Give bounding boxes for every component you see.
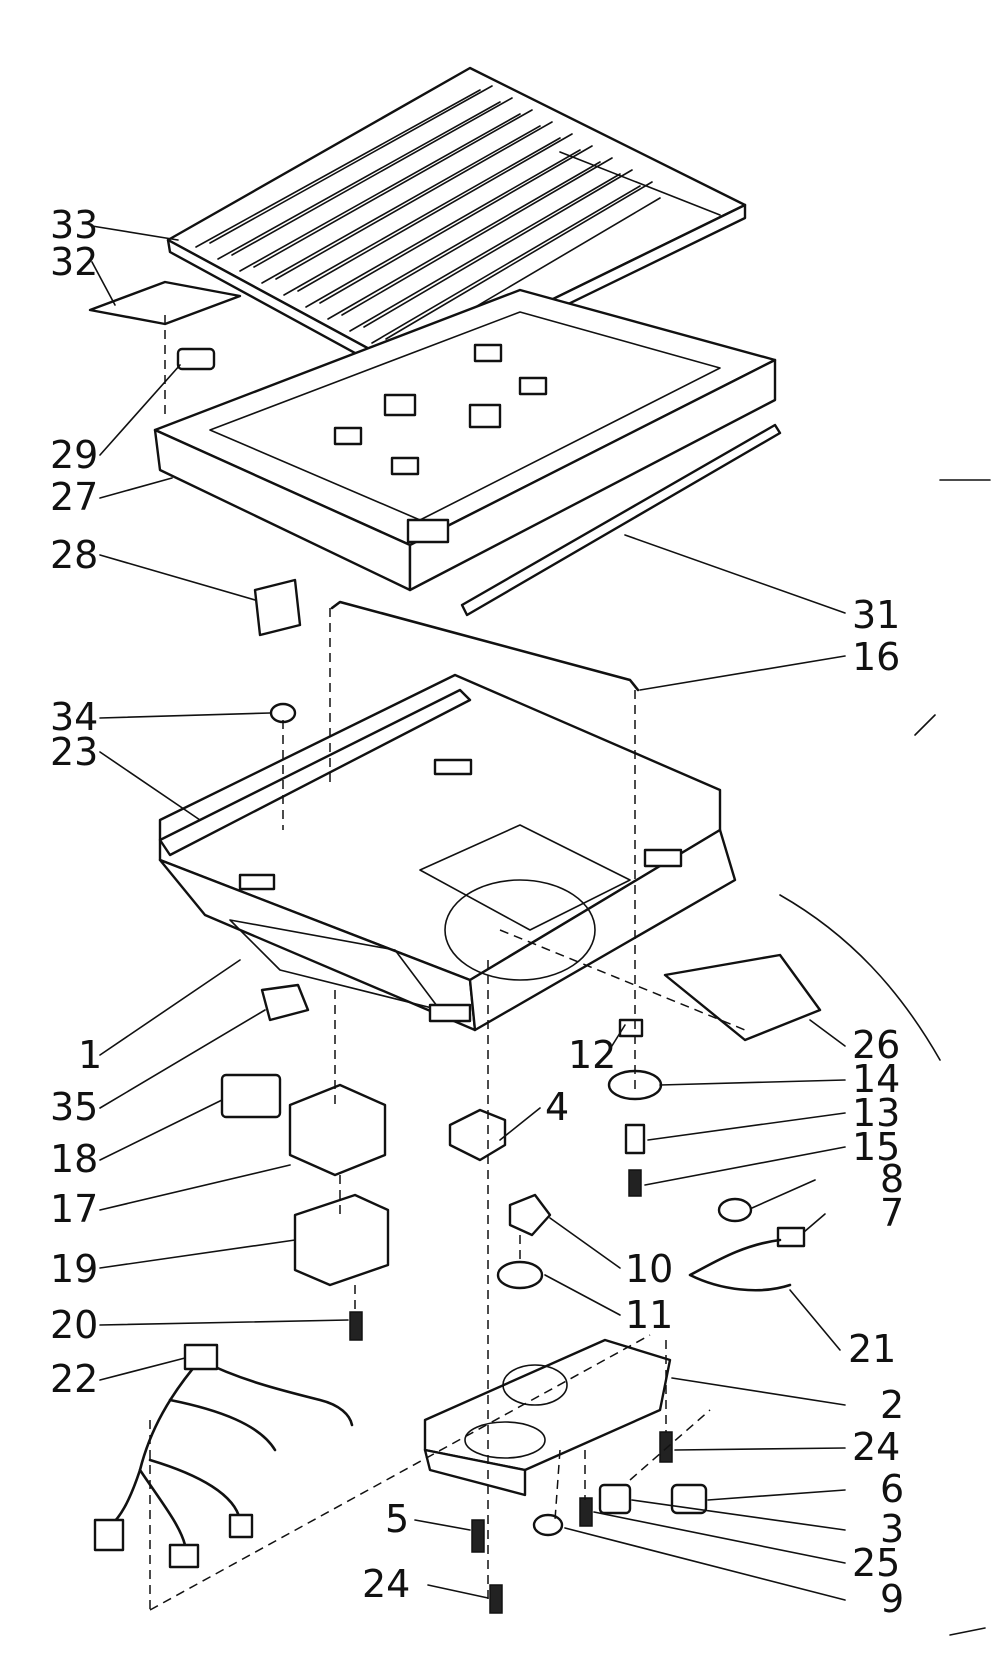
screw-5 <box>471 1519 485 1553</box>
control-bracket <box>293 1193 390 1287</box>
callout-24a: 24 <box>852 1425 900 1469</box>
clip-35 <box>260 983 310 1022</box>
switch-3 <box>598 1483 632 1515</box>
callout-10: 10 <box>625 1247 673 1291</box>
callout-18: 18 <box>50 1137 98 1181</box>
side-rail <box>460 423 782 617</box>
callout-25: 25 <box>852 1541 900 1585</box>
callout-16: 16 <box>852 635 900 679</box>
channel <box>158 688 472 857</box>
washer-11 <box>496 1260 544 1290</box>
wire-bail <box>330 600 640 692</box>
callout-29: 29 <box>50 433 98 477</box>
bracket-18 <box>220 1073 282 1119</box>
callout-35: 35 <box>50 1085 98 1129</box>
nut-12 <box>618 1018 644 1038</box>
block-28 <box>253 578 302 637</box>
callout-3: 3 <box>880 1507 904 1551</box>
callout-27: 27 <box>50 475 98 519</box>
callout-34: 34 <box>50 695 98 739</box>
callout-19: 19 <box>50 1247 98 1291</box>
screw-24a <box>659 1431 673 1463</box>
grommet-9 <box>532 1513 564 1537</box>
connector-7 <box>776 1226 806 1248</box>
insulation-pad <box>663 953 822 1042</box>
upper-housing <box>153 288 777 592</box>
thermostat <box>508 1193 552 1237</box>
callout-28: 28 <box>50 533 98 577</box>
callout-6: 6 <box>880 1467 904 1511</box>
callout-5: 5 <box>385 1497 409 1541</box>
callout-11: 11 <box>625 1293 673 1337</box>
callout-31: 31 <box>852 593 900 637</box>
assembly-guides <box>149 315 746 1611</box>
grille-panel <box>166 66 747 384</box>
base-pan <box>158 673 737 1032</box>
lead-21 <box>688 1238 792 1292</box>
callout-14: 14 <box>852 1057 900 1101</box>
callout-13: 13 <box>852 1091 900 1135</box>
clip-29 <box>176 347 216 371</box>
callout-12: 12 <box>568 1033 616 1077</box>
callout-22: 22 <box>50 1357 98 1401</box>
wire-harness <box>93 1343 354 1569</box>
ring-terminal <box>717 1197 753 1223</box>
callout-24b: 24 <box>362 1562 410 1606</box>
callout-4: 4 <box>545 1085 569 1129</box>
label-strip <box>88 280 242 326</box>
callout-33: 33 <box>50 203 98 247</box>
callout-21: 21 <box>848 1327 896 1371</box>
callout-32: 32 <box>50 240 98 284</box>
callout-8: 8 <box>880 1157 904 1201</box>
switch-6 <box>670 1483 708 1515</box>
leader-lines <box>91 225 846 1601</box>
callout-15: 15 <box>852 1125 900 1169</box>
screw-20 <box>349 1311 363 1341</box>
callout-9: 9 <box>880 1577 904 1621</box>
screw-24b <box>489 1584 503 1614</box>
housing-17 <box>288 1083 387 1177</box>
callout-labels: 33 32 29 27 28 31 16 34 23 1 26 12 14 13… <box>50 203 904 1621</box>
screw-15 <box>628 1169 642 1197</box>
callout-1: 1 <box>78 1033 102 1077</box>
plug <box>269 702 297 724</box>
callout-23: 23 <box>50 730 98 774</box>
spacer-13 <box>624 1123 646 1155</box>
callout-17: 17 <box>50 1187 98 1231</box>
callout-7: 7 <box>880 1191 904 1235</box>
mount <box>448 1108 507 1162</box>
callout-2: 2 <box>880 1383 904 1427</box>
screw-25 <box>579 1497 593 1527</box>
callout-26: 26 <box>852 1023 900 1067</box>
lower-tray <box>423 1338 672 1497</box>
callout-20: 20 <box>50 1303 98 1347</box>
